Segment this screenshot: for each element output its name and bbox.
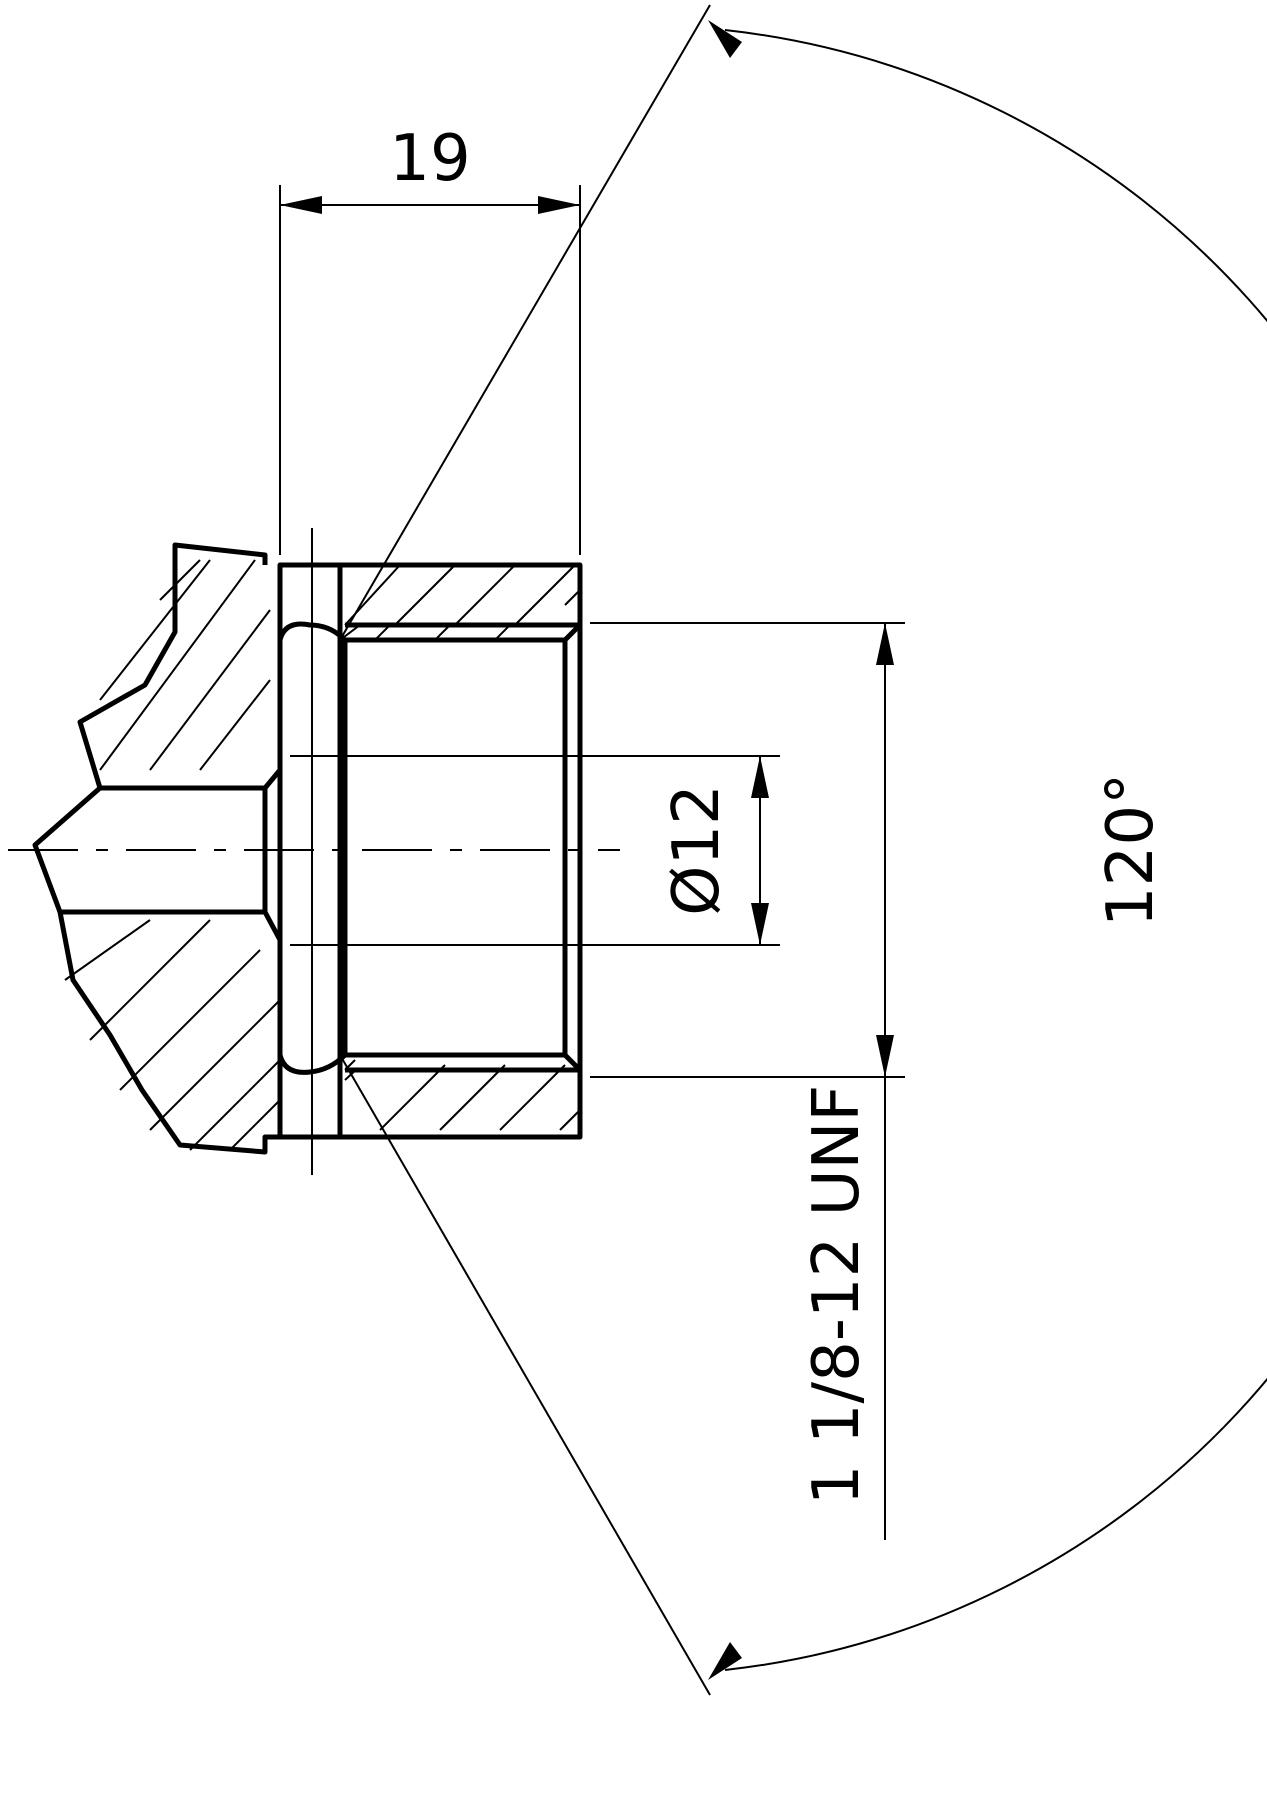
dimension-lines [8, 4, 1267, 1696]
thread-dimension-label: 1 1/8-12 UNF [800, 1085, 874, 1505]
arrowheads [280, 20, 894, 1680]
length-dimension-label: 19 [389, 122, 470, 196]
angle-dimension-label: 120° [1094, 773, 1168, 927]
diameter-dimension-label: Ø12 [660, 784, 734, 916]
hatch-lines [64, 559, 581, 1151]
